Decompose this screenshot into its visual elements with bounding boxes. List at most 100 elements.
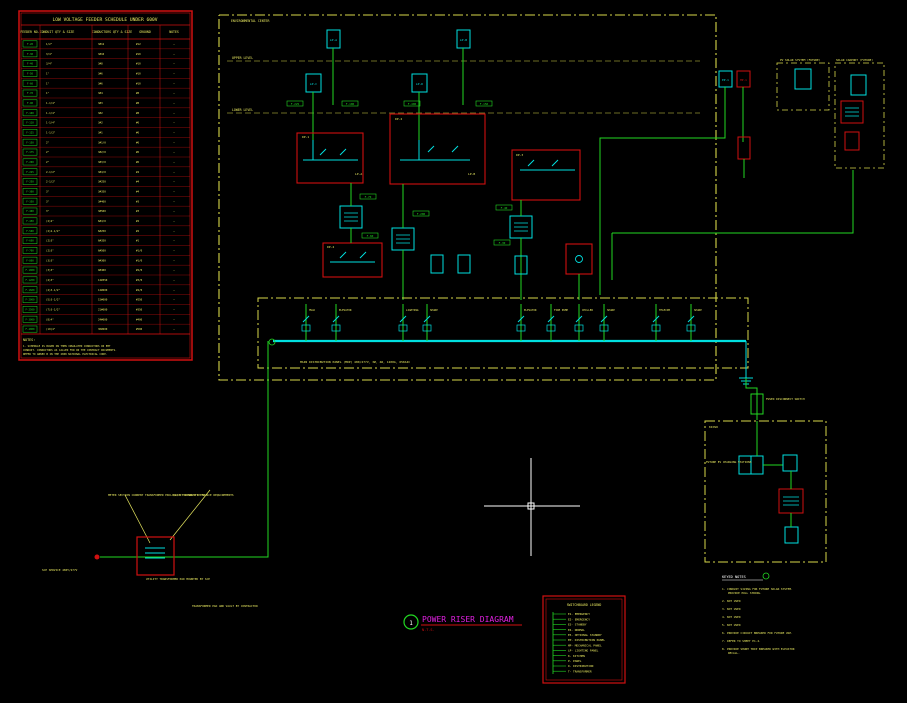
callout-leader xyxy=(124,494,151,544)
kiosk-area: KIOSK FUTURE EV CHARGING STATIONS xyxy=(704,420,827,563)
building-boundary: ENVIRONMENTAL CENTER UPPER LEVEL LOWER L… xyxy=(218,14,717,381)
schedule-cell-notes: — xyxy=(173,181,175,184)
schedule-cell-notes: — xyxy=(173,92,175,95)
schedule-cell-conduit: 1" xyxy=(46,91,50,95)
cad-crosshair-cursor[interactable] xyxy=(484,458,580,556)
schedule-cell-ground: #2 xyxy=(136,219,140,223)
schedule-cell-feeder: F-4000 xyxy=(25,327,35,331)
legend-item: P- PANEL xyxy=(568,659,582,663)
schedule-cell-feeder: F-600 xyxy=(26,239,34,243)
feeder-tag-box xyxy=(22,138,38,146)
schedule-cell-ground: #8 xyxy=(136,101,140,105)
schedule-cell-feeder: F-2000 xyxy=(25,298,35,302)
legend-item: MP- MECHANICAL PANEL xyxy=(568,643,602,647)
schedule-cell-conduit: 1" xyxy=(46,71,50,75)
schedule-cell-conduit: 1-1/4" xyxy=(46,121,56,125)
schedule-cell-conduit: (4)3-1/2" xyxy=(46,288,60,292)
schedule-cell-conduit: 3/4" xyxy=(46,52,53,56)
legend-item: K- KITCHEN xyxy=(568,654,585,658)
feeder-line xyxy=(745,378,758,420)
schedule-cell-feeder: F-70 xyxy=(27,91,34,95)
schedule-cell-ground: #10 xyxy=(136,62,141,66)
schedule-cell-feeder: F-1200 xyxy=(25,278,35,282)
service-callout: SCE SERVICE 480Y/277V xyxy=(42,568,78,572)
branch-breaker-icon xyxy=(332,315,340,323)
schedule-cell-notes: — xyxy=(173,190,175,193)
schedule-cell-conduit: (3)3" xyxy=(46,268,54,272)
disconnect-label: FUSED DISCONNECT SWITCH xyxy=(766,397,805,401)
utility-transformer xyxy=(136,536,175,576)
transformer-coil xyxy=(344,212,358,222)
panel-lp-b-label: LP-B xyxy=(460,38,467,42)
schedule-cell-conduit: (2)3" xyxy=(46,248,54,252)
feeder-tag-box xyxy=(22,89,38,97)
schedule-cell-conductors: 3#400 xyxy=(98,199,106,203)
branch-breaker-icon xyxy=(575,315,583,323)
kiosk-outline xyxy=(704,420,827,563)
schedule-cell-conductors: 6#250 xyxy=(98,229,106,233)
keyed-note: 6. PROVIDE CIRCUIT BREAKER FOR FUTURE US… xyxy=(722,631,793,635)
keyed-note-line: 4. NOT USED xyxy=(722,615,741,619)
solar-building-label: SOLAR CARPORT (FUTURE) xyxy=(836,58,873,62)
feeder-tag-label: F-100 xyxy=(346,102,355,106)
branch-label: CHILLER xyxy=(582,308,593,312)
schedule-note-line: 1. SCHEDULE IS BASED ON THHN INSULATED C… xyxy=(23,344,111,348)
schedule-border xyxy=(18,10,193,361)
schedule-cell-conduit: 3" xyxy=(46,199,50,203)
feeder-tag-label: F-70 xyxy=(365,195,372,199)
feeder-tag-box xyxy=(22,197,38,205)
keyed-note: 4. NOT USED xyxy=(722,615,741,619)
schedule-cell-ground: #1/0 xyxy=(136,248,143,252)
branch-breaker-box xyxy=(546,324,556,332)
feeder-schedule: LOW VOLTAGE FEEDER SCHEDULE UNDER 600V F… xyxy=(18,10,193,361)
lower-level-label: LOWER LEVEL xyxy=(232,108,253,112)
schedule-cell-feeder: F-175 xyxy=(26,150,34,154)
title-text: POWER RISER DIAGRAM xyxy=(422,615,514,624)
schedule-cell-conductors: 30#600 xyxy=(98,327,108,331)
schedule-notes-title: NOTES: xyxy=(23,338,35,342)
branch-breaker-icon xyxy=(302,315,310,323)
branch-breaker-icon xyxy=(687,315,695,323)
schedule-cell-conductors: 3#250 xyxy=(98,180,106,184)
schedule-cell-conductors: 3#8 xyxy=(98,62,103,66)
panel-frame-dp2 xyxy=(389,113,486,185)
keyed-note: 1. CONDUIT SIZING FOR FUTURE SOLAR SYSTE… xyxy=(722,587,793,595)
ats-frame xyxy=(565,243,593,275)
panel-vertical-label: LP-A xyxy=(355,172,362,176)
schedule-header-notes: NOTES xyxy=(169,30,179,34)
schedule-cell-conductors: 3#3/0 xyxy=(98,160,106,164)
feeder-tag xyxy=(361,232,379,239)
feeder-tag-label: F-200 xyxy=(417,212,426,216)
feeder-tag-box xyxy=(22,148,38,156)
schedule-cell-conduit: (2)3" xyxy=(46,239,54,243)
legend-item: EP- DISTRIBUTION PANEL xyxy=(568,638,605,642)
schedule-cell-conduit: (5)3-1/2" xyxy=(46,298,60,302)
panel-dp-label: DP-3 xyxy=(516,153,523,157)
drawing-title: 1 POWER RISER DIAGRAM N.T.S. xyxy=(403,614,522,632)
schedule-cell-notes: — xyxy=(173,279,175,282)
branch-breaker-icon xyxy=(600,315,608,323)
schedule-cell-ground: #10 xyxy=(136,81,141,85)
panel-lp-a-label: LP-A xyxy=(330,38,337,42)
building-label: ENVIRONMENTAL CENTER xyxy=(231,19,269,23)
legend-item: E1- EMERGENCY xyxy=(568,612,590,616)
schedule-cell-ground: #6 xyxy=(136,140,140,144)
schedule-cell-notes: — xyxy=(173,72,175,75)
transformers: F-70 F-200 F-60 F-40 F-30 xyxy=(339,183,593,300)
legend-item: LP- LIGHTING PANEL xyxy=(568,649,599,653)
schedule-cell-conduit: 3" xyxy=(46,189,50,193)
schedule-cell-ground: #2/0 xyxy=(136,268,143,272)
schedule-cell-conduit: 2-1/2" xyxy=(46,170,56,174)
schedule-cell-ground: #8 xyxy=(136,111,140,115)
branch-breaker-box xyxy=(398,324,408,332)
utility-callout: UTILITY TRANSFORMER PAD MOUNTED BY SCE xyxy=(146,577,210,581)
pad-callout: TRANSFORMER PAD AND VAULT BY CONTRACTOR xyxy=(192,604,258,608)
branch-label: ELEVATOR xyxy=(339,308,352,312)
schedule-cell-conductors: 3#6 xyxy=(98,81,103,85)
schedule-cell-conduit: (7)3-1/2" xyxy=(46,307,60,311)
schedule-cell-conduit: 1/2" xyxy=(46,42,53,46)
schedule-cell-feeder: F-50 xyxy=(27,71,34,75)
breaker-symbol xyxy=(400,140,470,161)
kiosk-panel-a xyxy=(738,455,752,475)
